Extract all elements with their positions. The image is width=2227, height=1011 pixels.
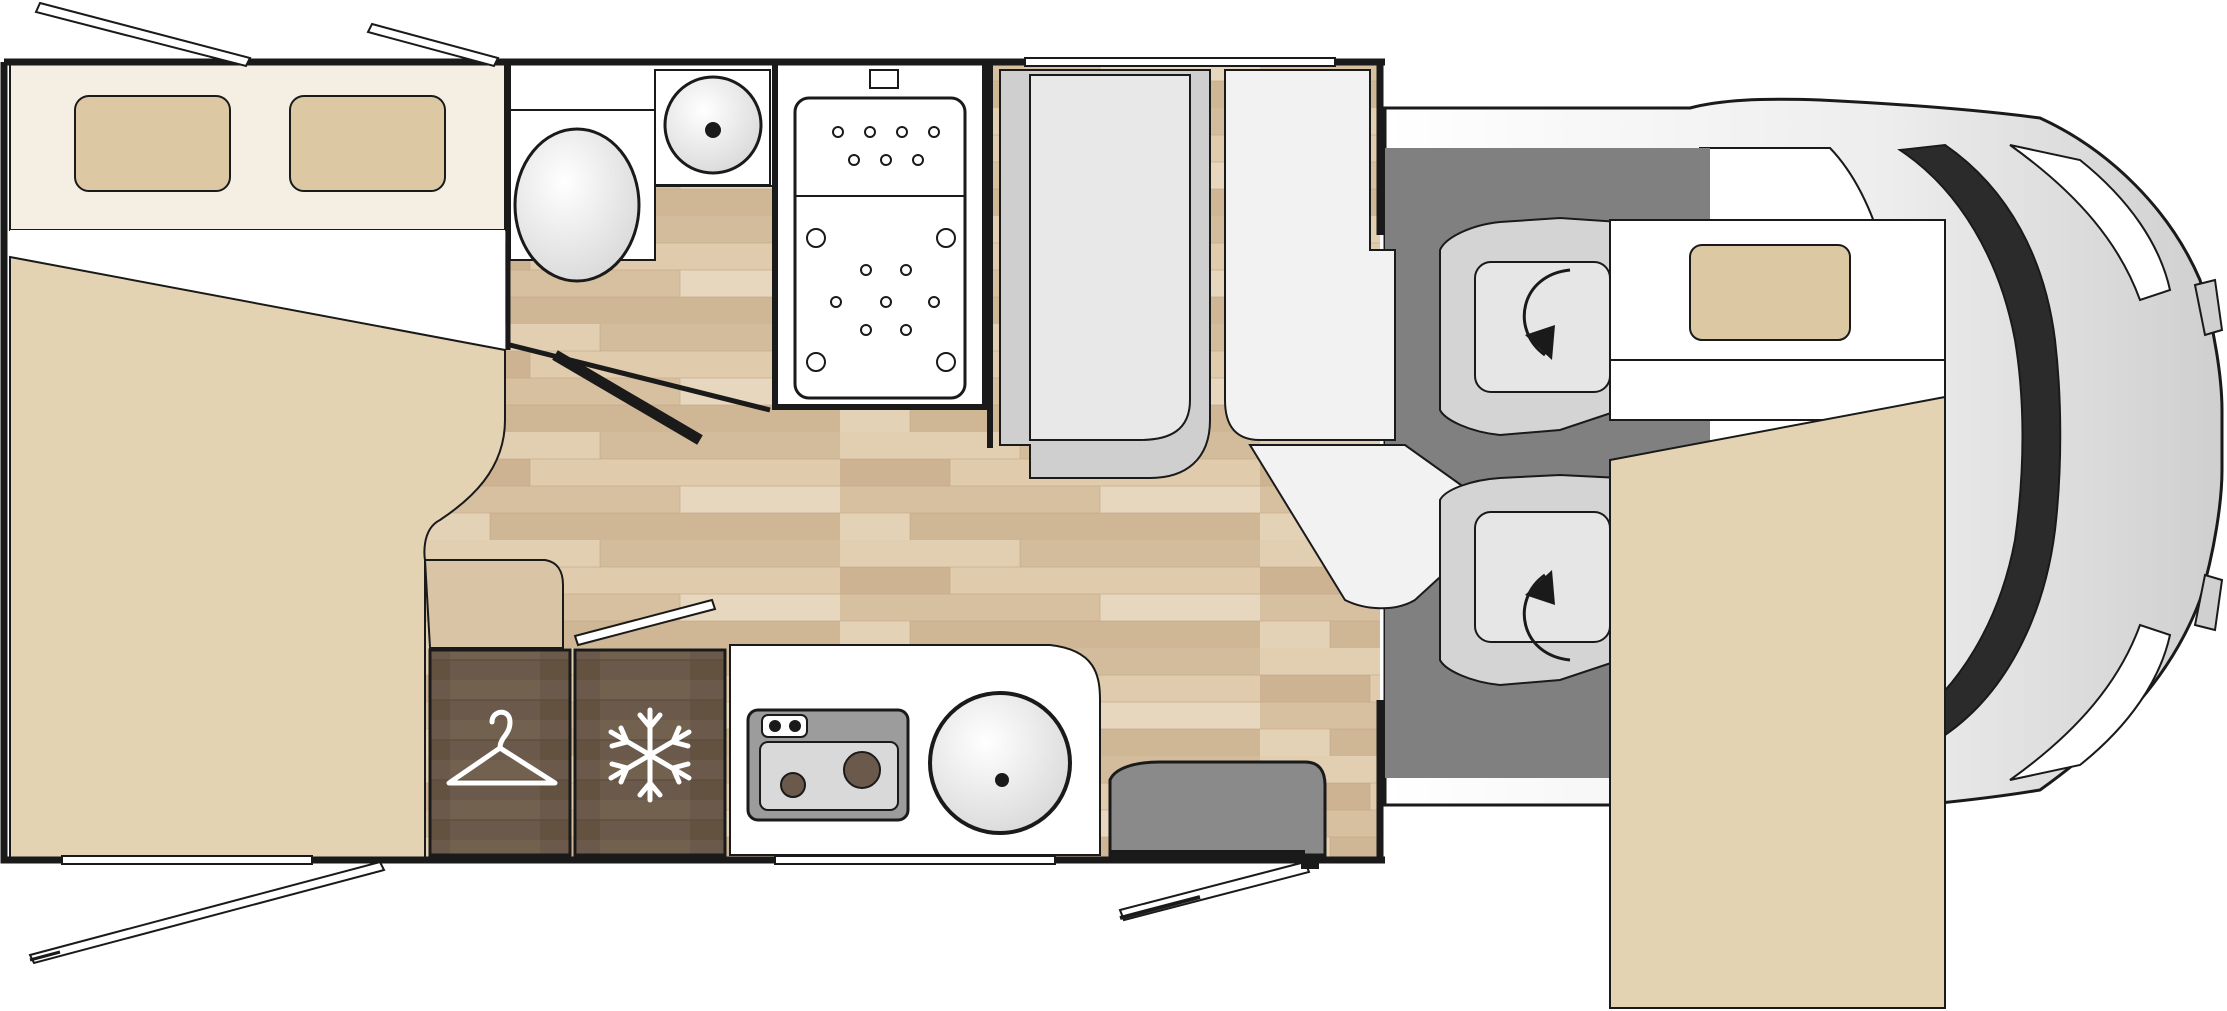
bench-seat-left-cushion (1029, 74, 1191, 441)
mirror-bottom (2193, 573, 2224, 632)
hanger-icon (446, 709, 558, 786)
cab-seats (1439, 216, 1621, 687)
rotation-arrow-icon (1522, 268, 1571, 357)
rear-skylight-left[interactable] (34, 1, 252, 68)
wardrobe-side-panel (423, 559, 564, 649)
bench-seat-right (1224, 69, 1396, 441)
rear-bed (9, 61, 506, 859)
rear-hatch[interactable] (28, 860, 386, 965)
drop-down-bed-pillow (1689, 244, 1851, 341)
lounge (999, 69, 1488, 610)
rotation-arrow-head (1525, 325, 1555, 360)
window-rear-bottom (61, 855, 313, 865)
washroom-door-panel[interactable] (552, 350, 703, 445)
entrance-door-edge (1119, 895, 1201, 920)
drop-down-bed-sheet (1609, 359, 1946, 421)
open-doors[interactable] (28, 1, 1319, 965)
drop-down-bed-mattress (1609, 395, 1946, 1009)
washbasin-drain (705, 122, 721, 138)
window-lounge-top (1024, 57, 1336, 67)
sink-drain (995, 773, 1009, 787)
windows (61, 57, 1336, 865)
shower-tray-icon (793, 96, 967, 400)
rear-skylight-right[interactable] (366, 22, 500, 68)
rear-bed-pillow-left (74, 95, 231, 192)
headlight-top (2009, 144, 2172, 302)
hob-knob-1[interactable] (769, 720, 781, 732)
drop-down-bed (1609, 219, 1946, 1009)
rotation-arrow-icon-2 (1522, 573, 1571, 662)
washroom (509, 61, 776, 445)
hob-burner-large[interactable] (843, 751, 881, 789)
toilet-bowl (513, 127, 641, 283)
washroom-door[interactable] (509, 342, 771, 413)
shower-tray-dots (806, 126, 956, 372)
hob-burner-small[interactable] (780, 772, 806, 798)
wardrobe-cabinet[interactable] (428, 648, 572, 857)
rear-bed-mattress (9, 255, 506, 859)
entrance-step (1108, 760, 1327, 857)
rear-bed-pillow-right (289, 95, 446, 192)
mirror-top (2193, 278, 2224, 337)
entrance-door-frame[interactable] (1301, 857, 1319, 869)
galley-hatch[interactable] (573, 598, 717, 647)
rear-hatch-edge (29, 950, 61, 962)
rotation-arrow-head-2 (1525, 570, 1555, 605)
snowflake-icon (608, 707, 692, 803)
hob-knob-2[interactable] (789, 720, 801, 732)
sink-icon[interactable] (928, 691, 1072, 835)
headlight-bottom (2009, 623, 2172, 781)
galley (428, 644, 1327, 857)
window-galley (774, 855, 1056, 865)
shower (772, 59, 988, 410)
shower-drain-tab (869, 69, 899, 89)
